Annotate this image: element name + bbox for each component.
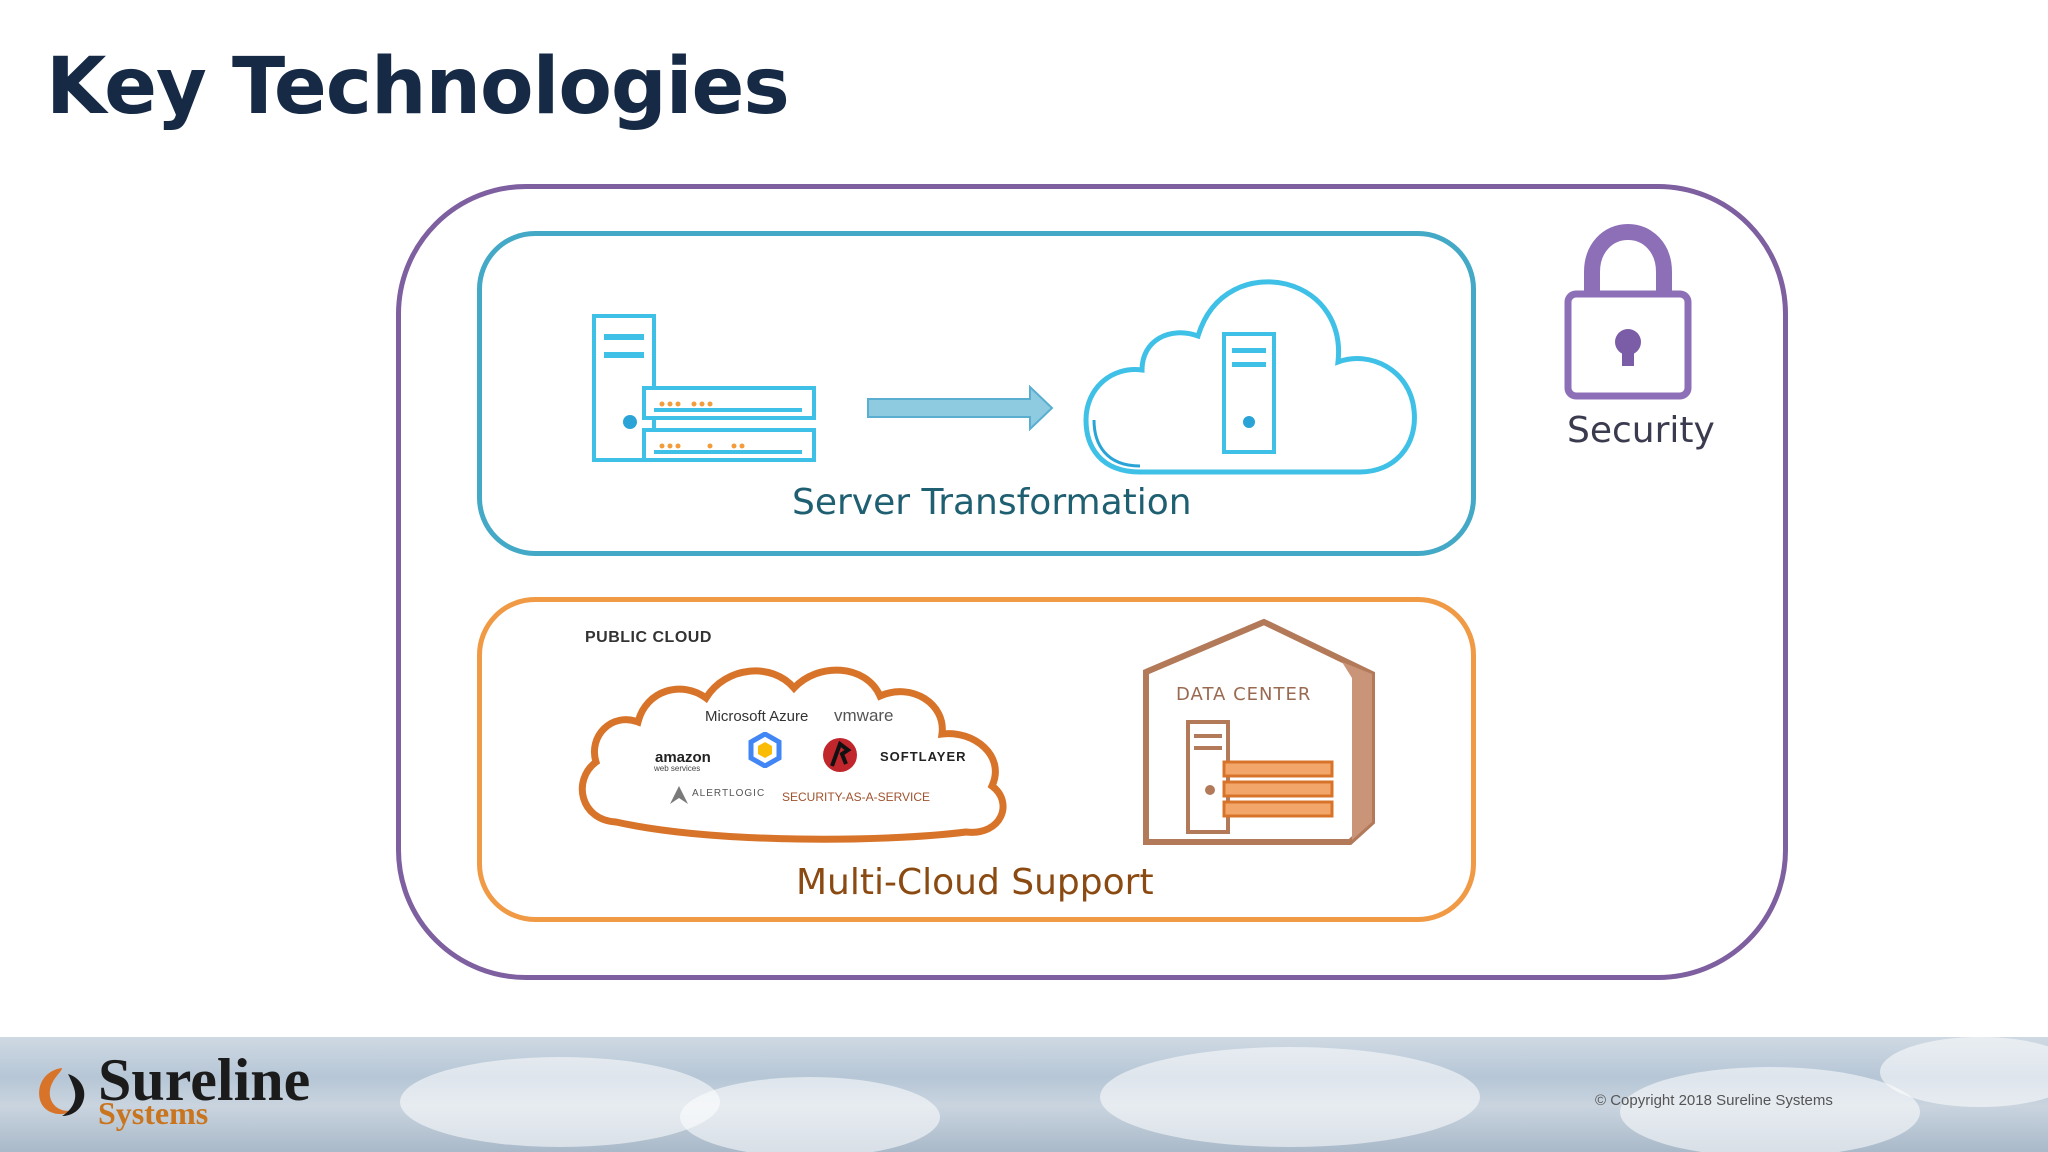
- copyright-text: © Copyright 2018 Sureline Systems: [1595, 1092, 1833, 1109]
- data-center-icon: [1143, 618, 1375, 845]
- footer-banner: [0, 1037, 2048, 1152]
- transformation-arrow-icon: [867, 384, 1054, 432]
- softlayer-logo: SOFTLAYER: [880, 749, 967, 764]
- on-premise-server-icon: [592, 314, 816, 462]
- multi-cloud-support-box: [477, 597, 1476, 922]
- brand-name: Sureline: [98, 1047, 311, 1113]
- server-transformation-box: [477, 231, 1476, 556]
- data-center-label: DATA CENTER: [1176, 684, 1312, 705]
- server-transformation-label: Server Transformation: [792, 482, 1192, 523]
- amazon-logo: amazon: [655, 749, 711, 766]
- public-cloud-label: PUBLIC CLOUD: [585, 629, 712, 646]
- rackspace-icon: [823, 738, 857, 772]
- key-technologies-frame: [396, 184, 1788, 980]
- google-cloud-icon: [748, 732, 782, 768]
- security-label: Security: [1567, 410, 1715, 451]
- lock-icon: [1564, 223, 1692, 400]
- slide-title: Key Technologies: [46, 42, 790, 132]
- vmware-logo: vmware: [834, 706, 894, 725]
- public-cloud-icon: [578, 666, 1007, 843]
- amazon-web-services-sublabel: web services: [654, 764, 701, 773]
- microsoft-azure-logo: Microsoft Azure: [705, 708, 809, 725]
- security-as-a-service-label: SECURITY-AS-A-SERVICE: [782, 790, 931, 804]
- sureline-logo-icon: [39, 1068, 85, 1116]
- alertlogic-logo: ALERTLOGIC: [692, 788, 766, 799]
- brand-subname: Systems: [98, 1095, 209, 1131]
- multi-cloud-support-label: Multi-Cloud Support: [796, 862, 1154, 903]
- alertlogic-icon: [670, 786, 688, 804]
- cloud-server-icon: [1083, 279, 1417, 475]
